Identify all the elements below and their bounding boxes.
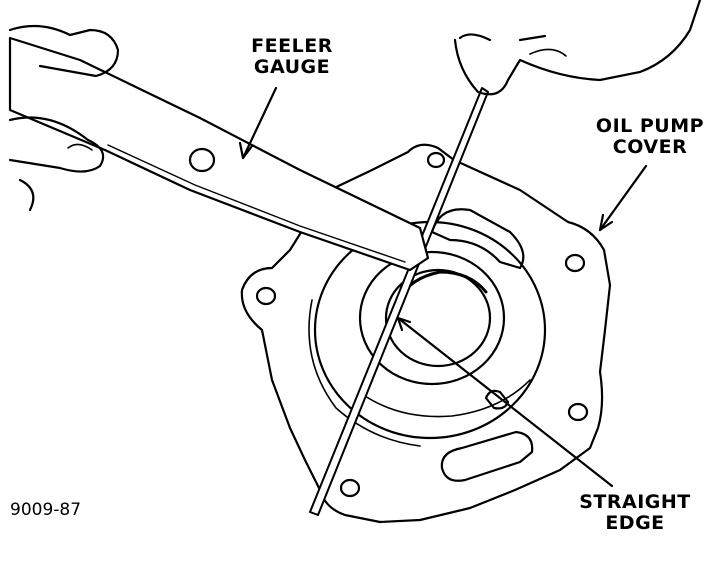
upper-slot [430, 208, 525, 270]
oil-pump-cover-arrowhead [598, 213, 614, 232]
feeler-gauge-label-line-1: FEELER [251, 35, 333, 57]
bolt-hole-top [426, 151, 446, 169]
feeler-gauge-label: FEELER GAUGE [236, 36, 348, 78]
feeler-gauge-label-line-2: GAUGE [253, 56, 331, 78]
straight-edge [309, 87, 489, 516]
straight-edge-label: STRAIGHT EDGE [570, 492, 700, 534]
lower-slot [440, 430, 534, 482]
oil-pump-cover-leader [598, 164, 648, 232]
right-hand [453, 0, 702, 96]
straight-edge-arrowhead [396, 316, 412, 332]
straight-edge-leader [396, 316, 614, 488]
left-hand [8, 24, 120, 212]
oil-pump-cover-label-line-2: COVER [612, 136, 688, 158]
straight-edge-label-line-2: EDGE [605, 512, 665, 534]
center-bore [384, 268, 492, 368]
bolt-hole-left [255, 286, 277, 306]
inner-ring [358, 250, 506, 386]
oil-pump-cover-outline [240, 143, 612, 524]
side-slot [484, 389, 510, 410]
straight-edge-label-line-1: STRAIGHT [579, 491, 691, 513]
bolt-hole-right-lower [567, 402, 589, 422]
figure-number: 9009-87 [10, 500, 82, 520]
bolt-hole-bottom [339, 478, 361, 498]
feeler-gauge-leader [241, 86, 278, 160]
oil-pump-cover-label: OIL PUMP COVER [590, 116, 710, 158]
feeler-gauge-blade [8, 36, 430, 272]
bolt-holes [255, 151, 589, 498]
feeler-gauge-arrowhead [238, 141, 254, 160]
gauge-rivet [188, 147, 216, 173]
oil-pump-cover-label-line-1: OIL PUMP [595, 115, 705, 137]
bolt-hole-right-upper [564, 253, 586, 273]
